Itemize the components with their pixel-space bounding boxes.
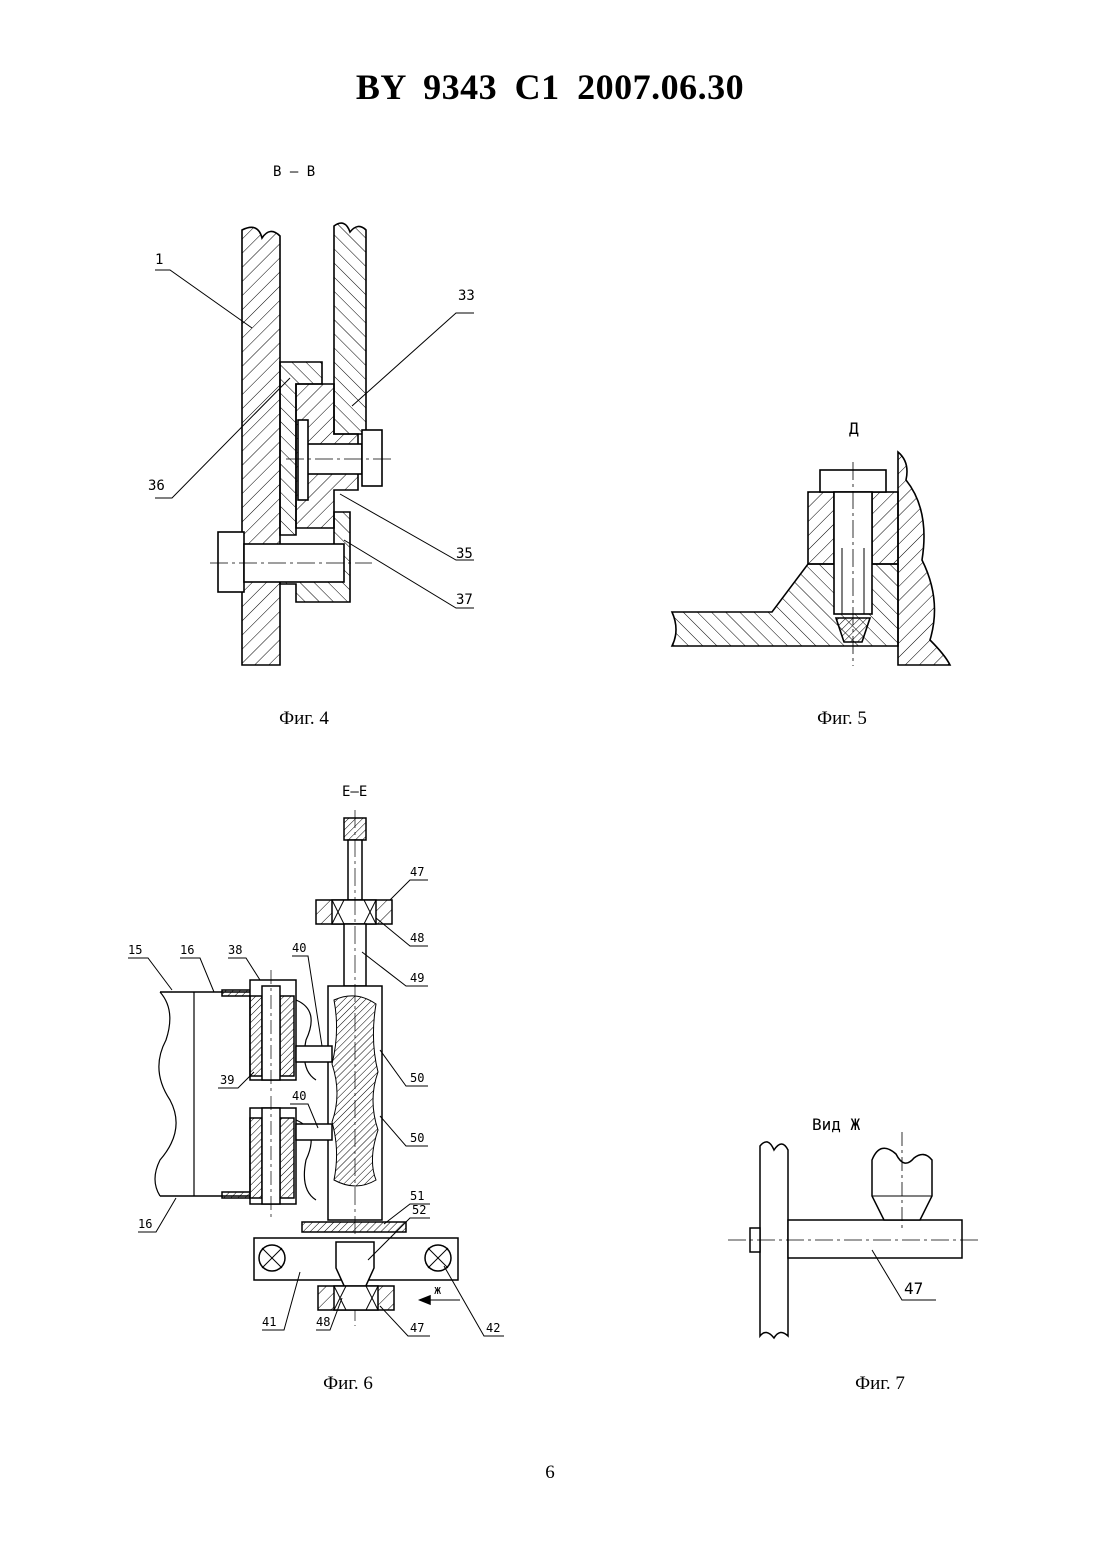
fig6-label-49: 49 bbox=[410, 971, 424, 985]
fig6-section-label: Е–Е bbox=[342, 784, 367, 800]
fig4-label-33: 33 bbox=[458, 288, 475, 304]
fig4-label-1: 1 bbox=[155, 252, 163, 268]
figure-5: Д bbox=[672, 419, 950, 666]
fig6-label-39: 39 bbox=[220, 1073, 234, 1087]
fig6-label-40-top: 40 bbox=[292, 941, 306, 955]
fig4-section-label: В – В bbox=[273, 164, 315, 180]
fig4-label-35: 35 bbox=[456, 546, 473, 562]
fig6-label-38: 38 bbox=[228, 943, 242, 957]
fig5-caption: Фиг. 5 bbox=[782, 708, 902, 730]
fig6-arrow-label: ж bbox=[434, 1283, 441, 1297]
fig4-label-37: 37 bbox=[456, 592, 473, 608]
fig6-label-16-bottom: 16 bbox=[138, 1217, 152, 1231]
fig6-label-51: 51 bbox=[410, 1189, 424, 1203]
fig6-label-48-bottom: 48 bbox=[316, 1315, 330, 1329]
fig6-label-52: 52 bbox=[412, 1203, 426, 1217]
fig6-label-41: 41 bbox=[262, 1315, 276, 1329]
fig5-view-label: Д bbox=[849, 419, 859, 438]
fig6-label-47-top: 47 bbox=[410, 865, 424, 879]
page-number: 6 bbox=[0, 1462, 1100, 1484]
fig4-caption: Фиг. 4 bbox=[244, 708, 364, 730]
figure-6: Е–Е bbox=[128, 784, 504, 1336]
fig6-caption: Фиг. 6 bbox=[288, 1373, 408, 1395]
fig6-label-50-top: 50 bbox=[410, 1071, 424, 1085]
fig6-label-42: 42 bbox=[486, 1321, 500, 1335]
fig4-label-36: 36 bbox=[148, 478, 165, 494]
fig7-caption: Фиг. 7 bbox=[820, 1373, 940, 1395]
figure-7: Вид Ж 47 bbox=[728, 1115, 980, 1338]
fig6-label-47-bottom: 47 bbox=[410, 1321, 424, 1335]
fig7-label-47: 47 bbox=[904, 1279, 923, 1298]
fig7-view-label: Вид Ж bbox=[812, 1115, 861, 1134]
fig6-label-16-top: 16 bbox=[180, 943, 194, 957]
figure-4: В – В 1 33 36 35 37 bbox=[148, 164, 475, 665]
fig6-label-48-top: 48 bbox=[410, 931, 424, 945]
fig6-label-40-bottom: 40 bbox=[292, 1089, 306, 1103]
fig6-label-50-bottom: 50 bbox=[410, 1131, 424, 1145]
fig6-label-15: 15 bbox=[128, 943, 142, 957]
